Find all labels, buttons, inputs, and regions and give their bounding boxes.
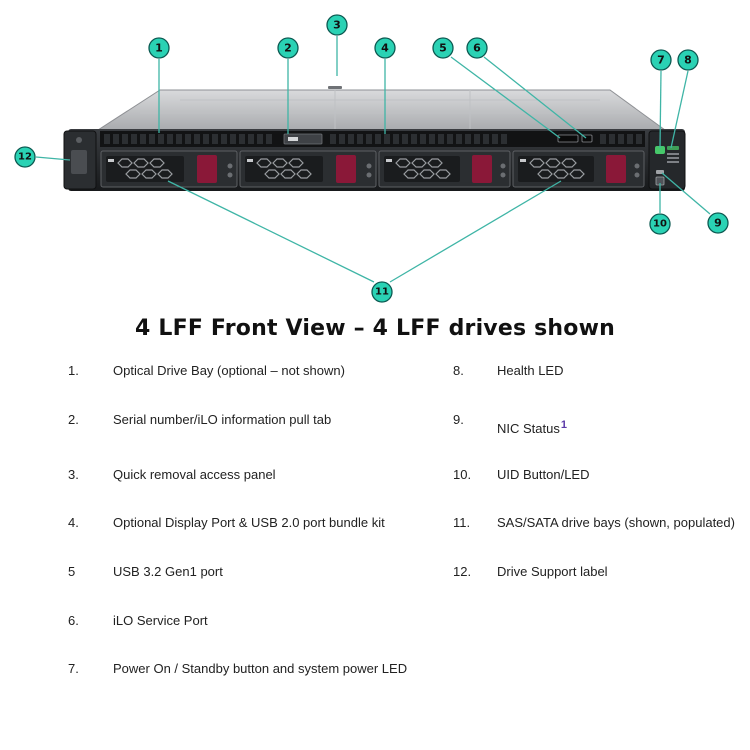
ear-info-lines	[667, 153, 679, 163]
callout-number: 2	[284, 42, 292, 55]
legend-number: 3.	[68, 467, 79, 482]
callout-4	[374, 37, 396, 59]
legend-number: 6.	[68, 613, 79, 628]
legend-number: 5	[68, 564, 76, 579]
callout-number: 11	[375, 287, 389, 298]
drive-bay-3	[378, 150, 511, 188]
callout-3	[326, 14, 348, 36]
callout-number: 10	[653, 219, 667, 230]
callout-6	[466, 37, 488, 59]
callout-number: 12	[18, 152, 32, 163]
drive-bay-2	[239, 150, 377, 188]
pull-tab-marker	[288, 137, 298, 141]
vent-slots	[104, 134, 642, 144]
right-ear	[648, 130, 686, 190]
legend-number: 8.	[453, 363, 464, 378]
legend-number: 12.	[453, 564, 472, 579]
callout-number: 9	[714, 217, 722, 230]
callout-number: 7	[657, 54, 665, 67]
power-button-led	[655, 146, 665, 154]
vent-strip	[100, 131, 645, 147]
figure-title: 4 LFF Front View – 4 LFF drives shown	[135, 316, 615, 341]
callout-8	[677, 49, 699, 71]
callout-badges	[14, 14, 729, 303]
callout-number: 5	[439, 42, 447, 55]
legend-label: Quick removal access panel	[113, 467, 276, 482]
legend-label: Optical Drive Bay (optional – not shown)	[113, 363, 345, 378]
callout-12	[14, 146, 36, 168]
legend-number: 10.	[453, 467, 472, 482]
pull-tab	[283, 133, 323, 145]
health-led	[667, 146, 679, 150]
callout-number: 8	[684, 54, 692, 67]
callout-5	[432, 37, 454, 59]
legend-number: 4.	[68, 515, 79, 530]
legend-label-text: NIC Status	[497, 421, 560, 436]
callout-number: 3	[333, 19, 341, 32]
callout-10	[649, 213, 671, 235]
callout-number: 6	[473, 42, 481, 55]
legend-label: Drive Support label	[497, 564, 608, 579]
drive-bay-1	[100, 150, 238, 188]
access-panel-latch	[328, 86, 342, 89]
chassis-top	[96, 89, 667, 131]
legend-label: Health LED	[497, 363, 564, 378]
callout-number: 4	[381, 42, 389, 55]
legend-label: Serial number/iLO information pull tab	[113, 412, 332, 427]
callout-7	[650, 49, 672, 71]
usb-port	[557, 134, 579, 143]
footnote-marker: 1	[560, 419, 567, 431]
legend-number: 7.	[68, 661, 79, 676]
legend-number: 1.	[68, 363, 79, 378]
legend-label: NIC Status1	[497, 419, 567, 436]
legend-label: Power On / Standby button and system pow…	[113, 661, 408, 676]
legend-number: 11.	[453, 515, 471, 530]
callout-numbers: 1 2 3 4 5 6 7 8 9 10 11 12	[18, 19, 722, 298]
ear-screw	[76, 137, 82, 143]
leader-lines	[35, 36, 711, 283]
legend-label: UID Button/LED	[497, 467, 590, 482]
callout-1	[148, 37, 170, 59]
callout-9	[707, 212, 729, 234]
legend-number: 9.	[453, 412, 464, 427]
legend-label: SAS/SATA drive bays (shown, populated)	[497, 515, 735, 530]
legend-label: Optional Display Port & USB 2.0 port bun…	[113, 515, 385, 530]
callout-number: 1	[155, 42, 163, 55]
callout-2	[277, 37, 299, 59]
drive-support-label	[71, 150, 87, 174]
callout-11	[371, 281, 393, 303]
legend-label: iLO Service Port	[113, 613, 208, 628]
legend-number: 2.	[68, 412, 79, 427]
drive-bay-4	[512, 150, 645, 188]
legend-label: USB 3.2 Gen1 port	[113, 564, 223, 579]
server-front-diagram: 1 2 3 4 5 6 7 8 9 10 11 12	[14, 14, 729, 303]
